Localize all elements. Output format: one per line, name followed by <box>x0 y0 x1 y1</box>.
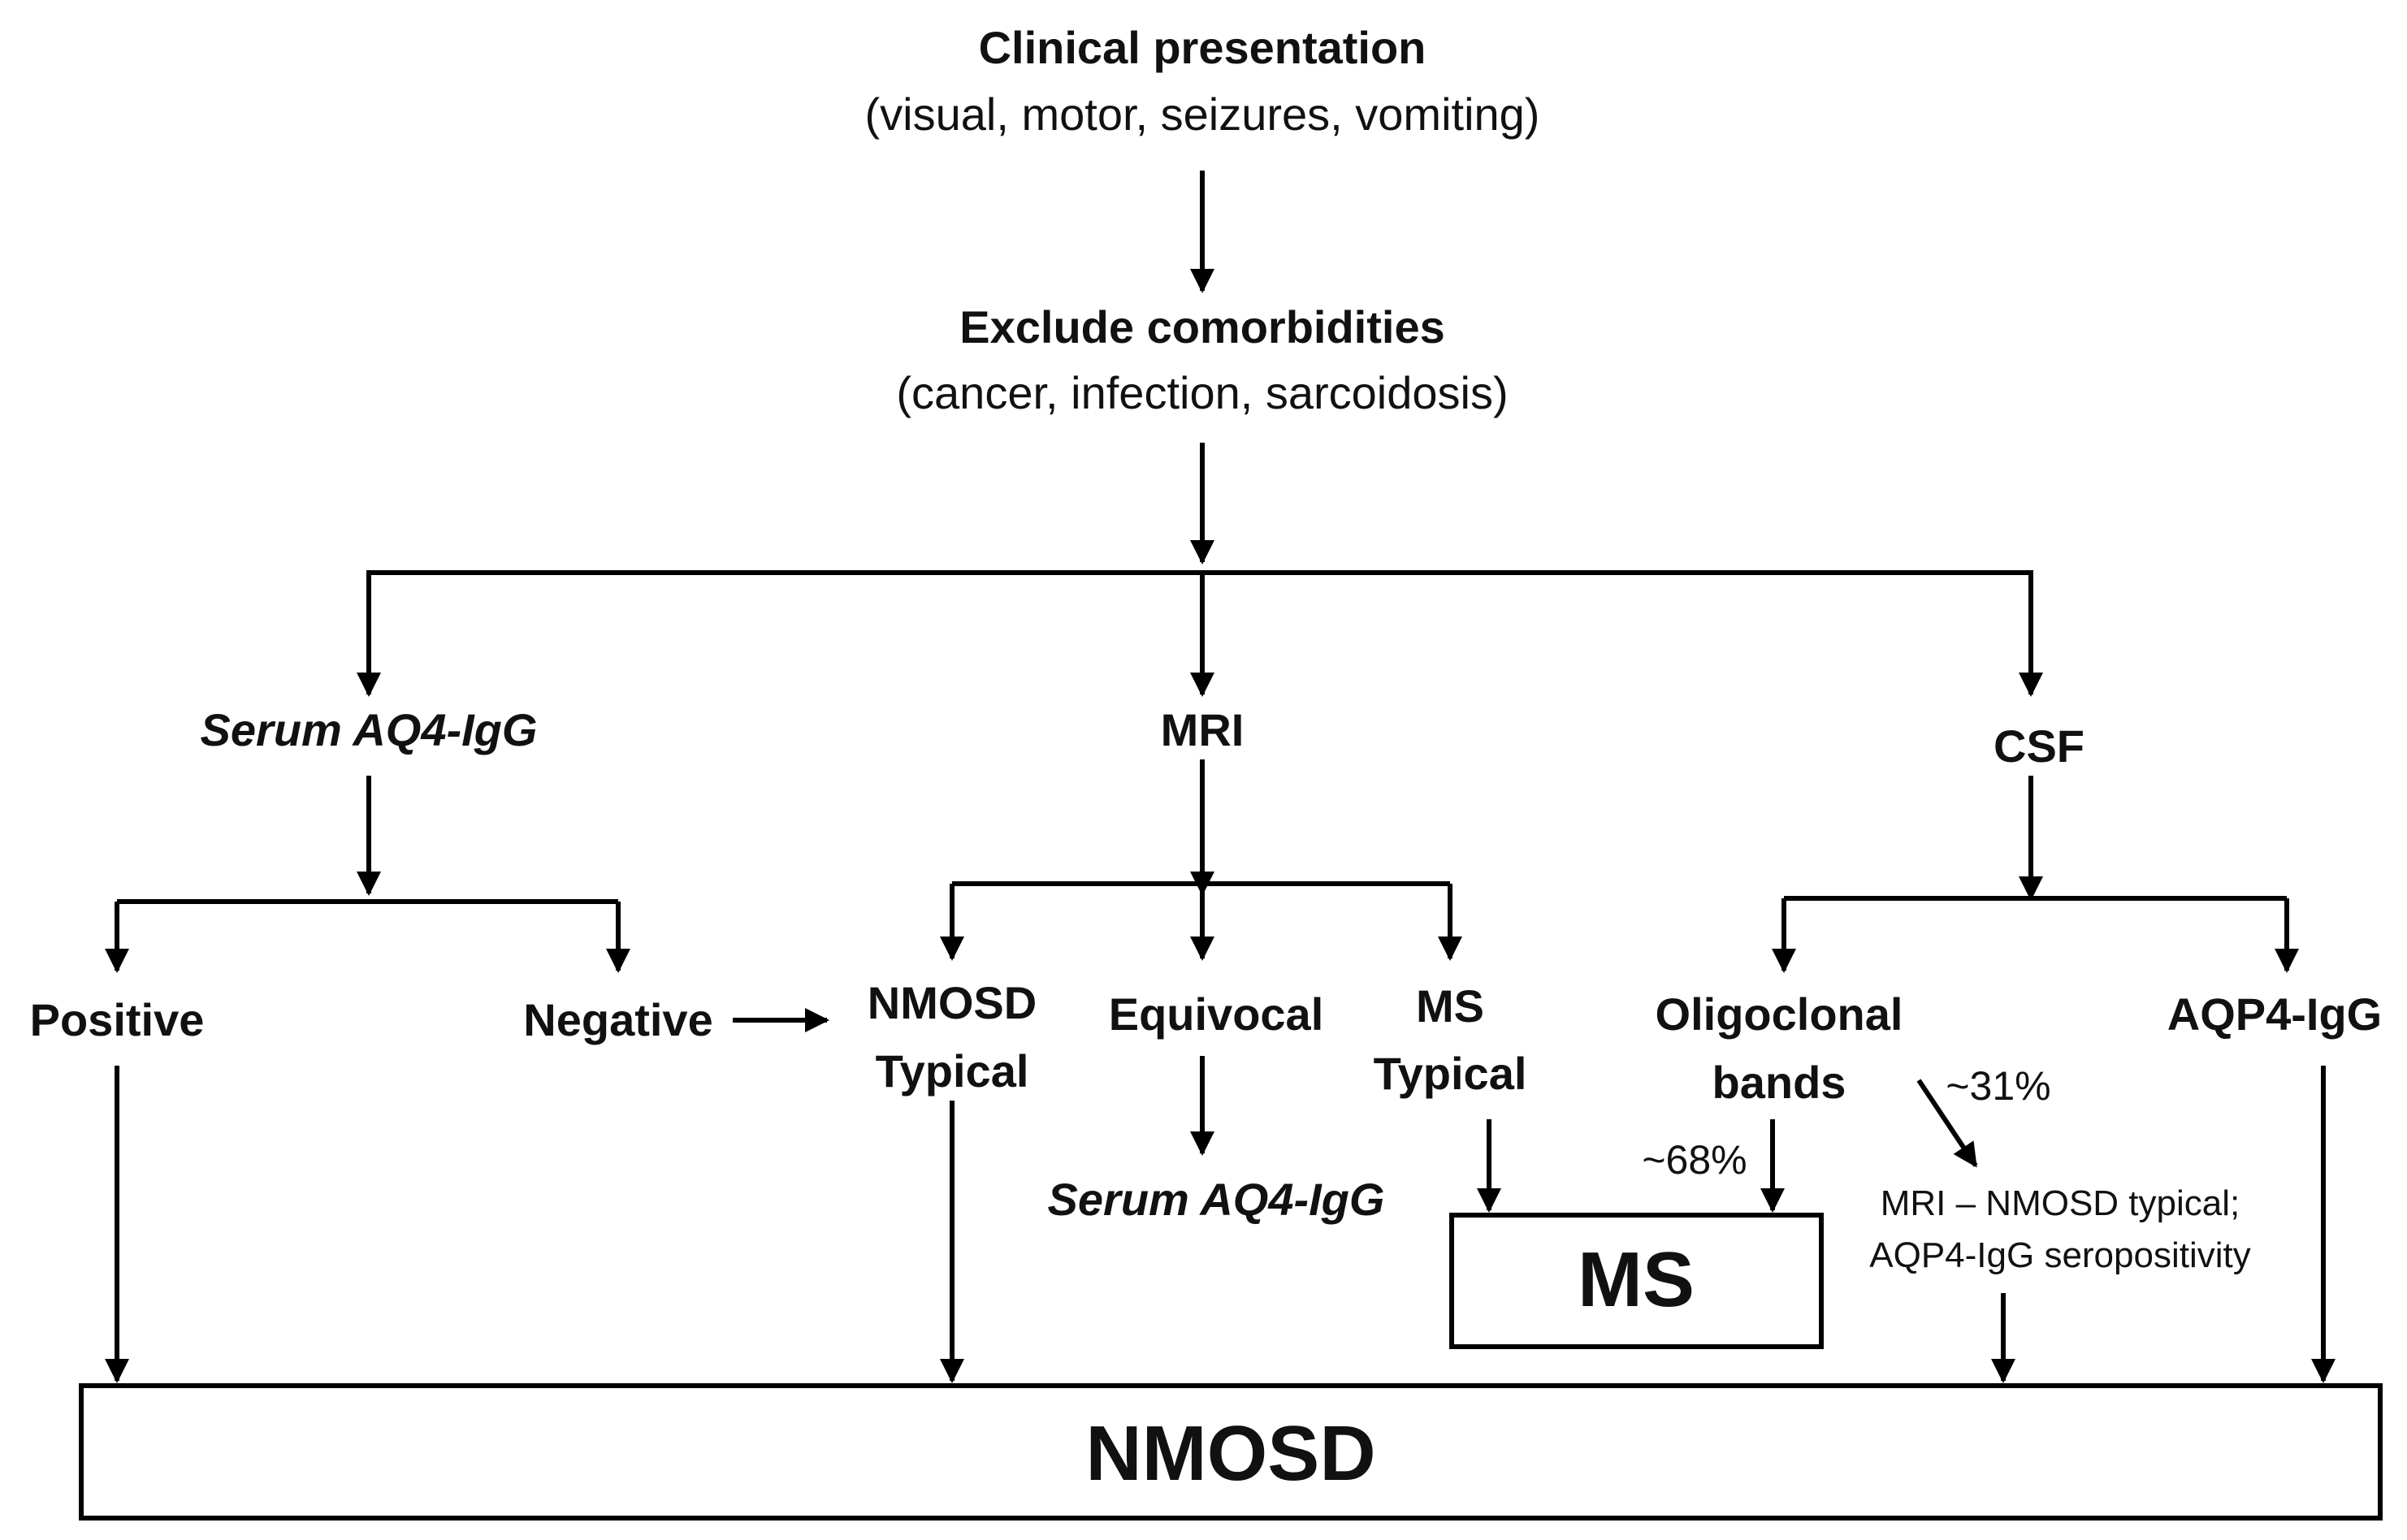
aqp4-igg-label: AQP4-IgG <box>2167 988 2382 1040</box>
positive-label: Positive <box>30 994 205 1045</box>
serum-aq4-igg-label-2: Serum AQ4-IgG <box>1048 1174 1385 1225</box>
ms-typical-label-line2: Typical <box>1374 1048 1527 1099</box>
ms-box <box>1449 1213 1824 1349</box>
negative-label: Negative <box>523 994 712 1045</box>
nmosd-typical-label-line1: NMOSD <box>868 977 1037 1028</box>
nmosd-box-label: NMOSD <box>1085 1410 1375 1497</box>
mri-note-line2: AQP4-IgG seropositivity <box>1869 1235 2251 1275</box>
csf-label: CSF <box>1994 720 2084 772</box>
pct-31-label: ~31% <box>1946 1063 2050 1109</box>
exclude-comorbidities-title: Exclude comorbidities <box>959 301 1445 353</box>
pct-68-label: ~68% <box>1642 1137 1747 1183</box>
arrow-oligoclonal-to-note <box>1916 1079 1978 1168</box>
nmosd-box <box>79 1383 2383 1521</box>
nmosd-typical-label-line2: Typical <box>876 1045 1029 1097</box>
labels: Clinical presentation (visual, motor, se… <box>30 22 2383 1497</box>
mri-note-line1: MRI – NMOSD typical; <box>1881 1183 2240 1223</box>
oligoclonal-label-line1: Oligoclonal <box>1656 988 1903 1040</box>
clinical-presentation-title: Clinical presentation <box>979 22 1426 73</box>
clinical-presentation-subtitle: (visual, motor, seizures, vomiting) <box>865 89 1540 140</box>
ms-typical-label-line1: MS <box>1416 980 1484 1032</box>
connectors <box>105 171 2336 1383</box>
serum-aq4-igg-label: Serum AQ4-IgG <box>201 704 538 755</box>
equivocal-label: Equivocal <box>1109 988 1324 1040</box>
mri-label: MRI <box>1161 704 1245 755</box>
oligoclonal-label-line2: bands <box>1712 1057 1846 1108</box>
exclude-comorbidities-subtitle: (cancer, infection, sarcoidosis) <box>896 367 1508 418</box>
ms-box-label: MS <box>1578 1236 1695 1323</box>
